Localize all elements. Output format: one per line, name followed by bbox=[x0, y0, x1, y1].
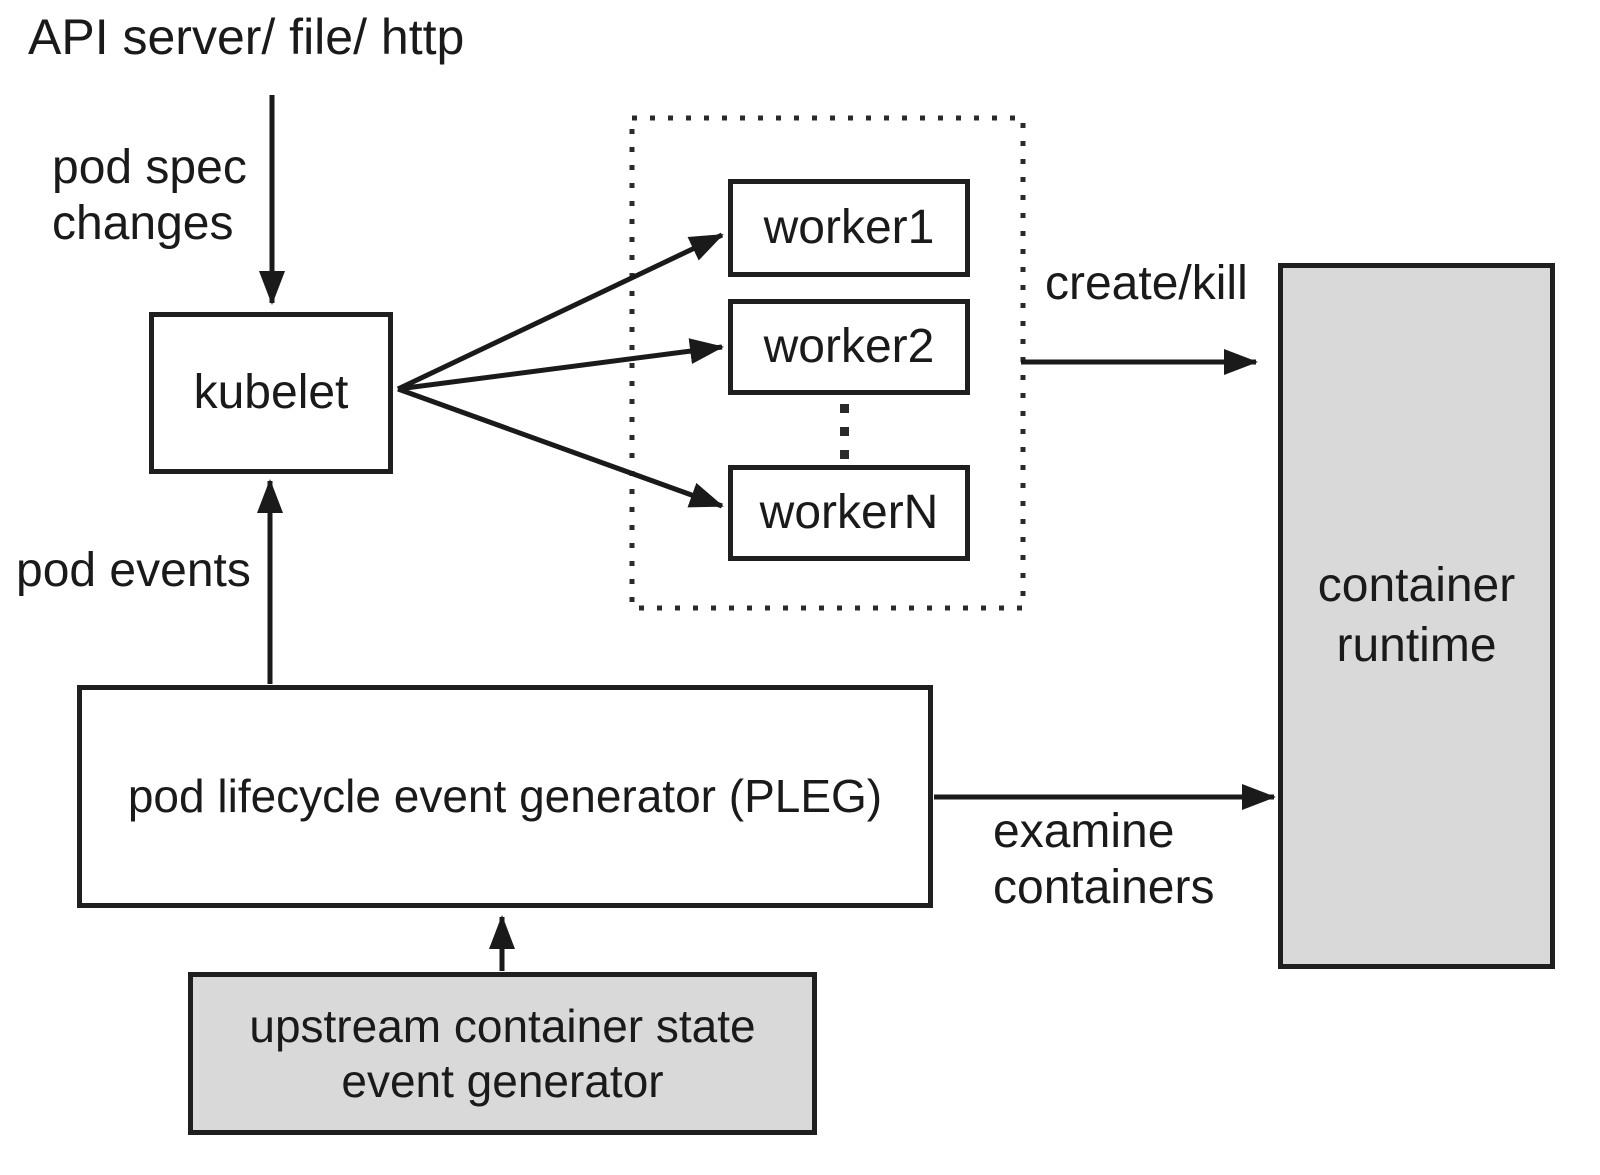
examine-containers-label: examine containers bbox=[993, 805, 1215, 914]
pleg-node: pod lifecycle event generator (PLEG) bbox=[77, 685, 933, 908]
pod-spec-changes-label: pod spec changes bbox=[52, 141, 247, 250]
worker1-node: worker1 bbox=[728, 179, 970, 277]
container-runtime-node: container runtime bbox=[1278, 263, 1555, 969]
arrow-kubelet-to-worker2 bbox=[397, 338, 724, 392]
arrow-kubelet-to-workerN bbox=[397, 386, 724, 509]
workerN-node: workerN bbox=[728, 465, 970, 561]
workers-ellipsis bbox=[840, 404, 849, 459]
kubelet-node: kubelet bbox=[149, 312, 393, 474]
worker2-node: worker2 bbox=[728, 299, 970, 395]
source-label: API server/ file/ http bbox=[28, 9, 465, 65]
pod-events-label: pod events bbox=[16, 544, 251, 597]
upstream-generator-node: upstream container state event generator bbox=[188, 972, 817, 1135]
arrow-kubelet-to-worker1 bbox=[396, 232, 724, 392]
workers-group-dotted-border bbox=[629, 115, 1026, 611]
create-kill-label: create/kill bbox=[1045, 257, 1248, 310]
